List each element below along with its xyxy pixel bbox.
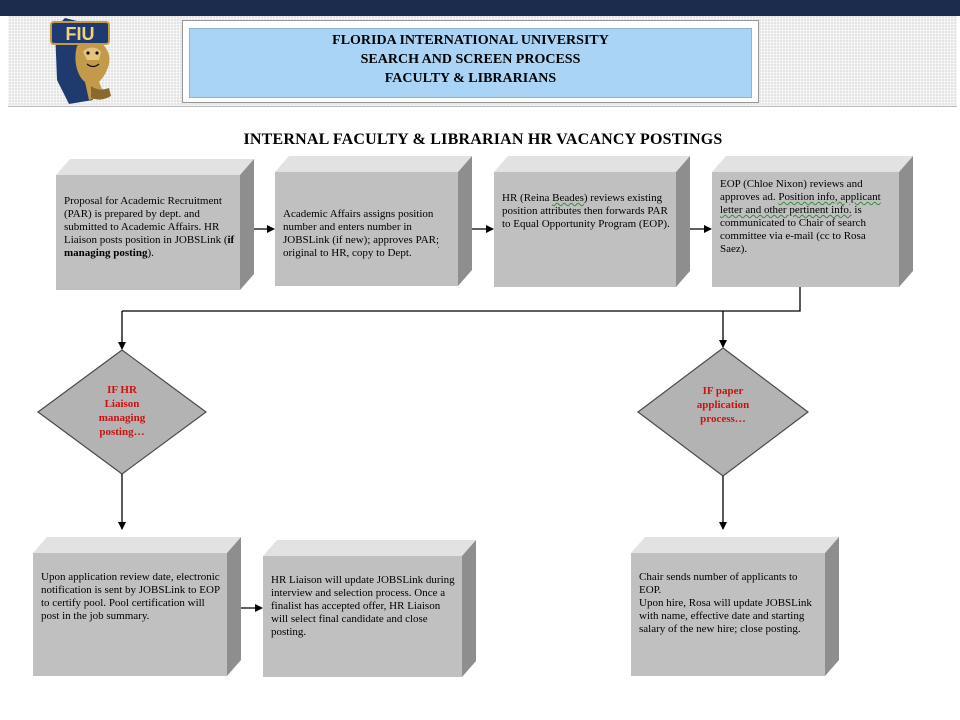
step-5-text: Upon application review date, electronic… (41, 571, 220, 622)
step-2-text: Academic Affairs assigns position number… (283, 208, 440, 259)
fiu-panther-logo: FIU (50, 18, 111, 104)
title-line-1: FLORIDA INTERNATIONAL UNIVERSITY (332, 33, 609, 48)
title-line-3: FACULTY & LIBRARIANS (384, 71, 557, 86)
step-3-text: HR (Reina Beades) reviews existing posit… (502, 192, 670, 230)
step-5: Upon application review date, electronic… (33, 553, 227, 676)
step-1: Proposal for Academic Recruitment (PAR) … (56, 175, 240, 290)
step-box-1 (56, 159, 254, 290)
step-3: HR (Reina Beades) reviews existing posit… (494, 172, 676, 287)
step-box-3 (494, 156, 690, 287)
step-4-text: EOP (Chloe Nixon) reviews and approves a… (720, 178, 881, 255)
page-heading: INTERNAL FACULTY & LIBRARIAN HR VACANCY … (0, 131, 960, 149)
title-panel: FLORIDA INTERNATIONAL UNIVERSITY SEARCH … (189, 28, 752, 98)
logo-text: FIU (66, 24, 95, 44)
step-1-text: Proposal for Academic Recruitment (PAR) … (64, 195, 235, 259)
step-box-6 (263, 540, 476, 677)
step-box-4 (712, 156, 913, 287)
step-7: Chair sends number of applicants to EOP.… (631, 553, 825, 676)
step-box-5 (33, 537, 241, 676)
step-box-2 (275, 156, 472, 286)
decision-label-1: IF HR Liaison managing posting… (98, 384, 146, 438)
step-6: HR Liaison will update JOBSLink during i… (263, 556, 462, 677)
step-7-text: Chair sends number of applicants to EOP.… (639, 571, 812, 635)
title-line-2: SEARCH AND SCREEN PROCESS (360, 52, 581, 67)
step-box-7 (631, 537, 839, 676)
step-6-text: HR Liaison will update JOBSLink during i… (271, 574, 455, 638)
top-bar (0, 0, 960, 16)
branch-connector (122, 287, 801, 312)
decision-label-2: IF paper application process… (696, 385, 750, 425)
title-box: FLORIDA INTERNATIONAL UNIVERSITY SEARCH … (182, 20, 759, 103)
page-title: INTERNAL FACULTY & LIBRARIAN HR VACANCY … (243, 131, 723, 148)
step-4: EOP (Chloe Nixon) reviews and approves a… (712, 172, 899, 287)
step-2: Academic Affairs assigns position number… (275, 172, 458, 286)
